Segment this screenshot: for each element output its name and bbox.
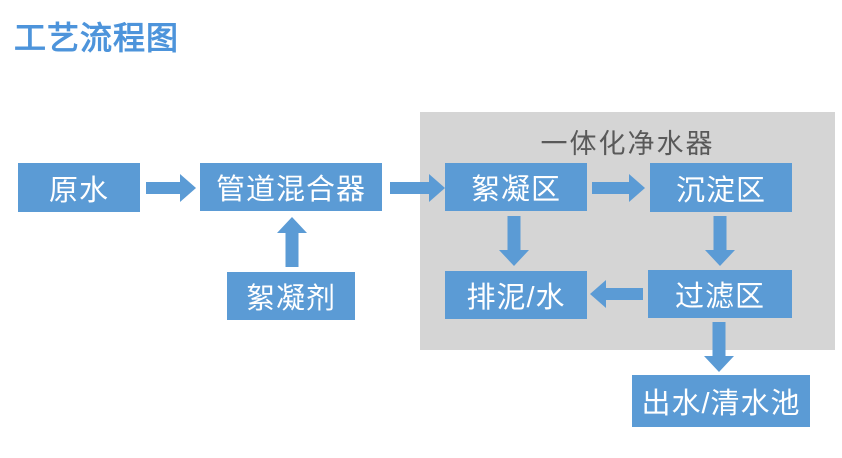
arrow-head	[429, 174, 445, 202]
node-flocculant: 絮凝剂	[227, 272, 355, 320]
node-flocculation-zone: 絮凝区	[445, 163, 587, 211]
arrow-shaft	[285, 231, 299, 267]
node-filtration-zone: 过滤区	[648, 270, 792, 318]
arrow-shaft	[507, 216, 521, 252]
arrow-head	[180, 174, 196, 202]
node-outlet-clear-water-tank: 出水/清水池	[632, 375, 810, 427]
arrow-shaft	[713, 216, 727, 252]
arrow-shaft	[604, 288, 643, 300]
arrow-head	[705, 250, 735, 266]
arrow-head	[704, 356, 734, 372]
integrated-purifier-label: 一体化净水器	[540, 129, 715, 159]
arrow-head	[629, 174, 645, 202]
arrow-shaft	[592, 182, 631, 194]
arrow-flocculation-to-drain-icon	[499, 216, 529, 266]
node-sludge-water-drain: 排泥/水	[445, 271, 587, 319]
arrow-head	[277, 217, 307, 233]
arrow-flocculant-to-pipeline-mixer-icon	[277, 217, 307, 267]
arrow-head	[590, 280, 606, 308]
node-raw-water: 原水	[18, 163, 140, 212]
arrow-shaft	[712, 322, 726, 358]
arrow-shaft	[390, 182, 431, 194]
arrow-flocculation-to-sedimentation-icon	[592, 174, 645, 202]
node-sedimentation-zone: 沉淀区	[650, 163, 792, 212]
arrow-filtration-to-drain-icon	[590, 280, 643, 308]
arrow-sedimentation-to-filtration-icon	[705, 216, 735, 266]
arrow-raw-water-to-pipeline-mixer-icon	[146, 174, 196, 202]
node-pipeline-mixer: 管道混合器	[200, 163, 382, 211]
arrow-pipeline-mixer-to-flocculation-icon	[390, 174, 445, 202]
page-title: 工艺流程图	[14, 20, 180, 56]
arrow-head	[499, 250, 529, 266]
arrow-filtration-to-outlet-icon	[704, 322, 734, 372]
arrow-shaft	[146, 182, 182, 194]
